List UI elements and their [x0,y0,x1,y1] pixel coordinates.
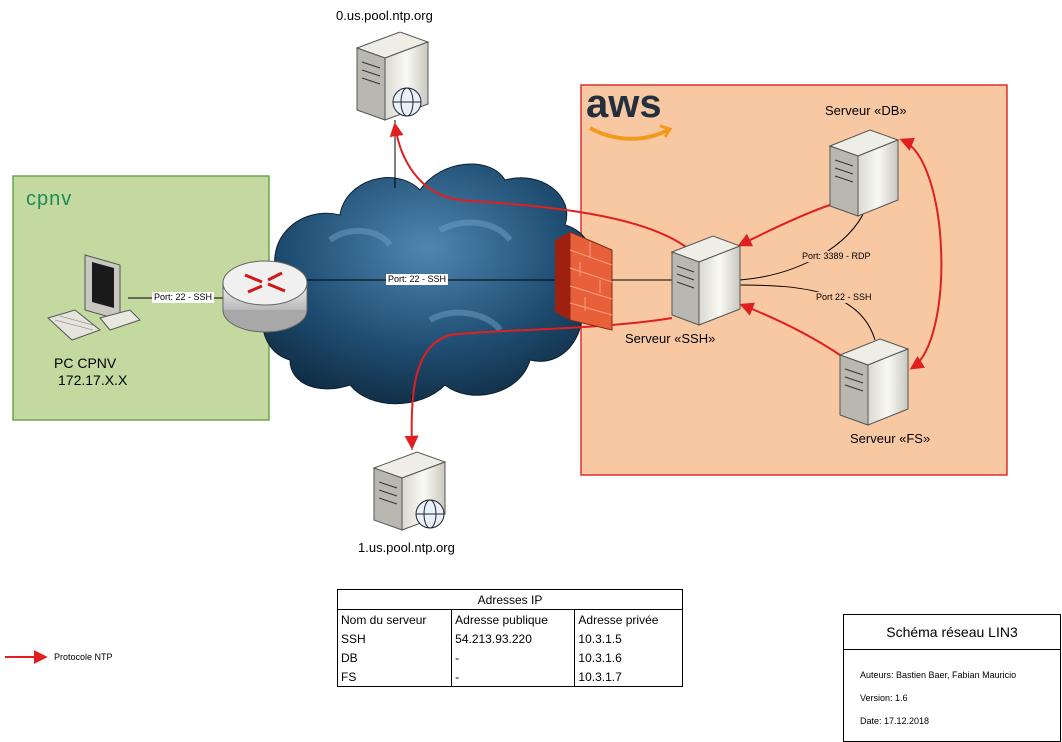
ip-table-title: Adresses IP [337,589,683,610]
table-cell: 10.3.1.7 [574,667,683,687]
table-cell: 10.3.1.6 [574,648,683,667]
ntp-arrows [5,122,943,664]
version-text: Version: 1.6 [860,693,908,703]
db-server-label: Serveur «DB» [825,103,907,118]
table-row: DB - 10.3.1.6 [336,648,683,667]
table-cell: SSH [336,629,453,648]
table-row: FS - 10.3.1.7 [336,667,683,687]
cpnv-logo: cpnv [26,188,73,210]
server-db-icon [828,129,900,217]
date-text: Date: 17.12.2018 [860,716,930,726]
server-fs-icon [838,338,910,426]
table-cell: DB [336,648,453,667]
internet-link-label: Port: 22 - SSH [386,274,449,285]
diagram-title: Schéma réseau LIN3 [844,615,1060,650]
ssh-internal-link-label: Port 22 - SSH [814,292,874,303]
table-cell: - [451,648,576,667]
pc-name-label: PC CPNV [54,355,117,371]
aws-smile [589,126,669,141]
table-cell: - [451,667,576,687]
pc-ip-label: 172.17.X.X [58,372,128,388]
title-block: Schéma réseau LIN3 Auteurs: Bastien Baer… [843,614,1061,742]
pc-link-label: Port: 22 - SSH [152,292,215,303]
firewall-icon [555,231,613,331]
authors-text: Auteurs: Bastien Baer, Fabian Mauricio [860,670,1017,680]
server-ntp-0-icon [355,31,430,121]
server-ssh-icon [670,235,742,326]
fs-server-label: Serveur «FS» [850,431,931,446]
ip-table-header: Adresse publique [451,609,576,629]
ip-table-header: Adresse privée [574,609,683,629]
ntp-server-bottom-label: 1.us.pool.ntp.org [358,540,455,555]
pc-icon [47,254,141,341]
table-cell: 54.213.93.220 [451,629,576,648]
router-icon [222,260,308,333]
aws-logo: aws [586,82,662,126]
ntp-server-top-label: 0.us.pool.ntp.org [336,8,433,23]
ip-address-table: Adresses IP Nom du serveur Adresse publi… [336,589,683,687]
ip-table-header: Nom du serveur [336,609,453,629]
table-row: SSH 54.213.93.220 10.3.1.5 [336,629,683,648]
legend-ntp-label: Protocole NTP [52,652,115,663]
ssh-server-label: Serveur «SSH» [625,331,716,346]
table-cell: 10.3.1.5 [574,629,683,648]
table-cell: FS [336,667,453,687]
rdp-link-label: Port: 3389 - RDP [800,251,873,262]
server-ntp-1-icon [372,451,447,531]
